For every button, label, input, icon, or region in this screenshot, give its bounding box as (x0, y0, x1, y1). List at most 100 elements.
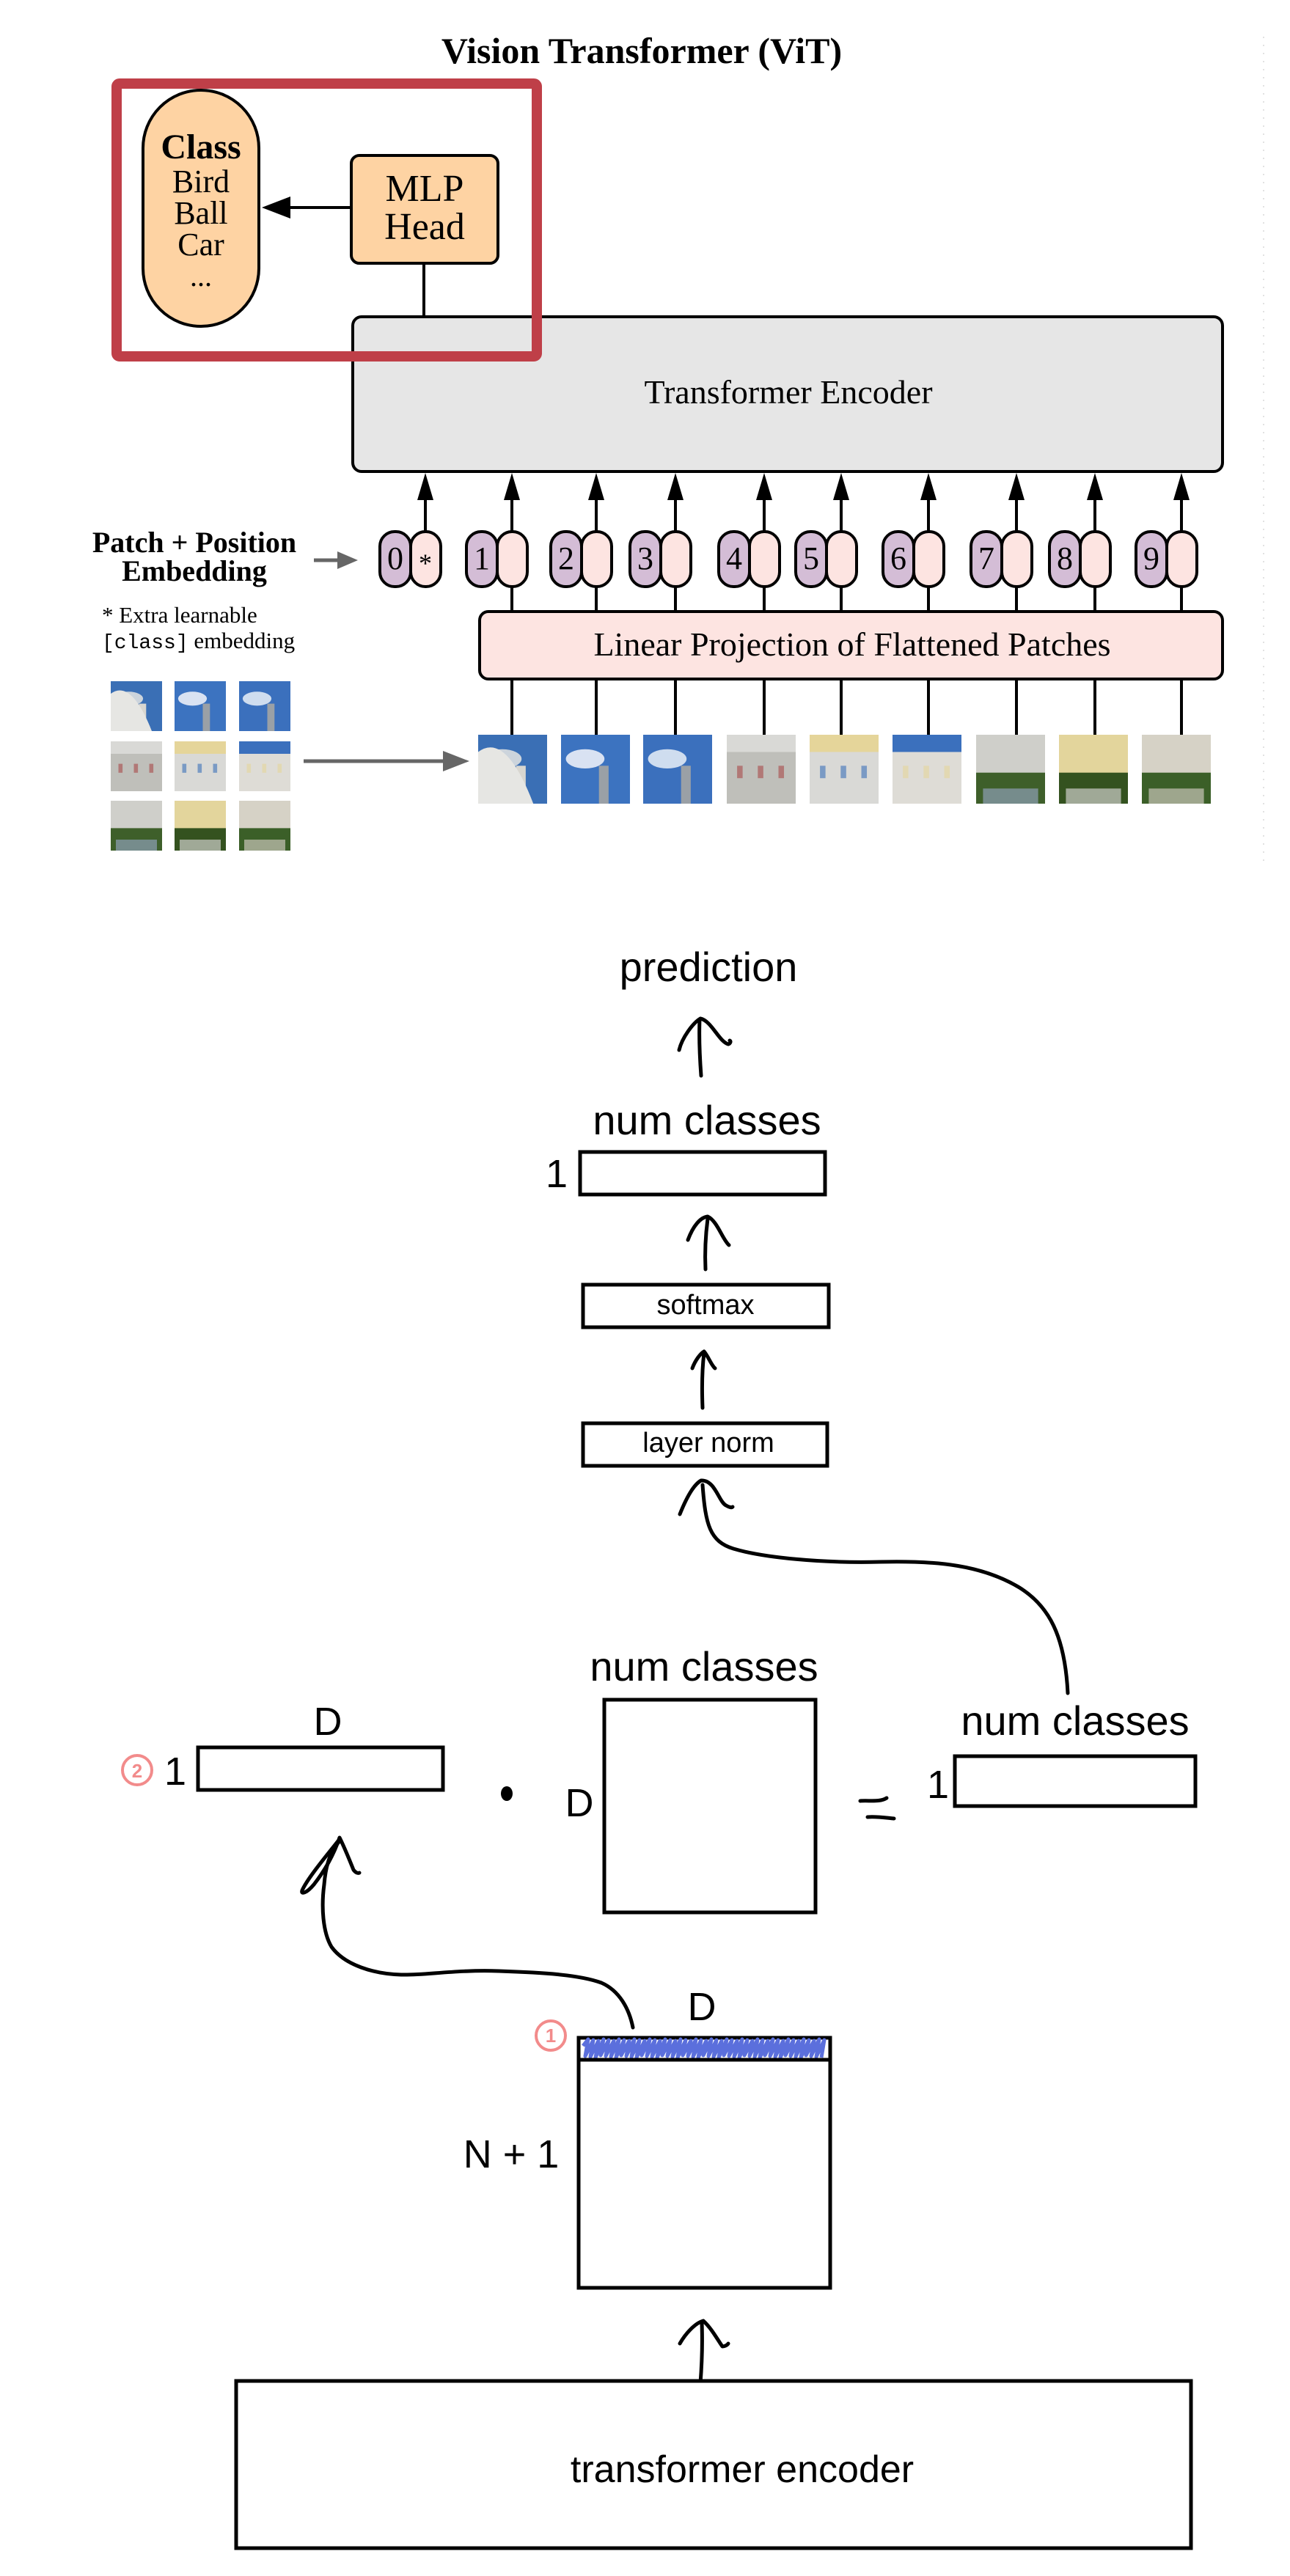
class-item-ellipsis: ... (190, 260, 212, 293)
patch-embedding-pill (1000, 530, 1033, 588)
grid-patch (175, 801, 226, 851)
patch-image (561, 735, 630, 804)
scribble-stroke (582, 2037, 827, 2060)
token-pair: 7 (970, 473, 1033, 735)
embedding-label-line2: Embedding (122, 554, 267, 587)
token-pair: 9 (1135, 473, 1198, 735)
arrow-up-icon (1087, 473, 1103, 500)
arrowhead-up-icon (677, 1016, 733, 1052)
position-index: 8 (1057, 540, 1073, 576)
equals-operator-top (858, 1796, 889, 1803)
grid-patch (111, 681, 162, 731)
class-item: Car (177, 227, 224, 263)
patch-image (239, 681, 290, 731)
position-index: 6 (890, 540, 906, 576)
grid-patch (239, 801, 290, 851)
sequence-patch (727, 735, 796, 804)
arrow-up-icon (504, 473, 520, 500)
weight-matrix-height-label: D (565, 1781, 594, 1825)
token-pair: 3 (628, 473, 692, 735)
arrow-up-icon (920, 473, 937, 500)
arrow-right-icon (337, 551, 358, 569)
step-badge-2 (121, 1754, 153, 1786)
position-index: 7 (978, 540, 994, 576)
mlp-head-label-line2: Head (384, 206, 465, 248)
cls-vector-width-label: D (314, 1700, 342, 1744)
patch-embedding-pill (912, 530, 945, 588)
highlight-box (111, 78, 542, 362)
transformer-encoder-block (351, 315, 1224, 473)
prediction-label: prediction (620, 944, 798, 990)
output-vector-box (578, 1150, 827, 1197)
equals-operator-bottom (865, 1815, 896, 1821)
grid-patch (175, 741, 226, 791)
position-index: 0 (387, 540, 403, 576)
softmax-label: softmax (656, 1290, 754, 1321)
embedding-label-line1: Patch + Position (92, 526, 296, 559)
layer-norm-box (581, 1421, 829, 1468)
token-pair: 5 (794, 473, 858, 735)
logits-box (953, 1754, 1198, 1808)
token-pair: 2 (549, 473, 613, 735)
arrow-up-icon (417, 473, 433, 500)
token-pair: 6 (882, 473, 945, 735)
linear-projection-block (478, 610, 1224, 680)
softmax-box (581, 1283, 831, 1329)
patch-embedding-pill (580, 530, 613, 588)
mlp-head-box (350, 154, 499, 265)
grid-patch (239, 741, 290, 791)
curved-arrow-to-layer-norm (700, 1483, 1070, 1695)
weight-matrix-width-label: num classes (590, 1643, 818, 1689)
patch-sequence (478, 735, 1211, 804)
encoder-output-width-label: D (688, 1985, 717, 2029)
sequence-patch (893, 735, 961, 804)
curved-arrow-to-cls-vector (320, 1840, 635, 2030)
patch-embedding-pill (409, 530, 442, 588)
logits-width-label: num classes (961, 1698, 1189, 1744)
step-badge-1-number: 1 (546, 2025, 556, 2047)
encoder-output-matrix (576, 2036, 832, 2290)
dot-operator (501, 1786, 513, 1801)
sequence-patch (1059, 735, 1128, 804)
grid-patch (175, 681, 226, 731)
grid-patch (111, 741, 162, 791)
sequence-patch (561, 735, 630, 804)
class-output-pill (142, 89, 260, 328)
step-badge-1 (535, 2019, 567, 2052)
class-item: Bird (172, 164, 230, 199)
classification-head-sketch: prediction num classes 1 softmax layer n… (121, 944, 1198, 2550)
class-heading: Class (161, 128, 241, 166)
transformer-encoder-label: Transformer Encoder (644, 373, 932, 411)
position-index: 2 (558, 540, 574, 576)
arrowhead-up-icon (300, 1835, 362, 1895)
position-index: 5 (803, 540, 819, 576)
patch-image (643, 735, 712, 804)
token-pair: 4 (717, 473, 781, 735)
position-index: 3 (637, 540, 653, 576)
mlp-head-label-line1: MLP (386, 168, 464, 210)
sequence-patch (1142, 735, 1211, 804)
arrowhead-up-icon (678, 2319, 730, 2349)
arrow-up-icon (697, 1017, 703, 1078)
step-badge-2-number: 2 (132, 1760, 142, 1782)
footnote-line2: [class] embedding (102, 628, 295, 655)
footnote-line1: * Extra learnable (102, 602, 257, 628)
cls-vector-height-label: 1 (164, 1750, 186, 1794)
arrowhead-up-icon (690, 1349, 717, 1370)
arrow-up-icon (756, 473, 772, 500)
token-pair: 8 (1048, 473, 1112, 735)
encoder-output-height-label: N + 1 (463, 2132, 560, 2176)
transformer-encoder-text: transformer encoder (571, 2448, 914, 2491)
arrowhead-up-icon (678, 1478, 735, 1516)
patch-embedding-pill (1079, 530, 1112, 588)
patch-embedding-pill (659, 530, 692, 588)
linear-projection-label: Linear Projection of Flattened Patches (593, 625, 1110, 663)
sequence-patch (976, 735, 1045, 804)
patch-embedding-pill (1165, 530, 1198, 588)
sequence-patch (810, 735, 879, 804)
output-width-label: num classes (593, 1097, 821, 1143)
patch-image (175, 681, 226, 731)
arrow-up-icon (703, 1217, 710, 1272)
